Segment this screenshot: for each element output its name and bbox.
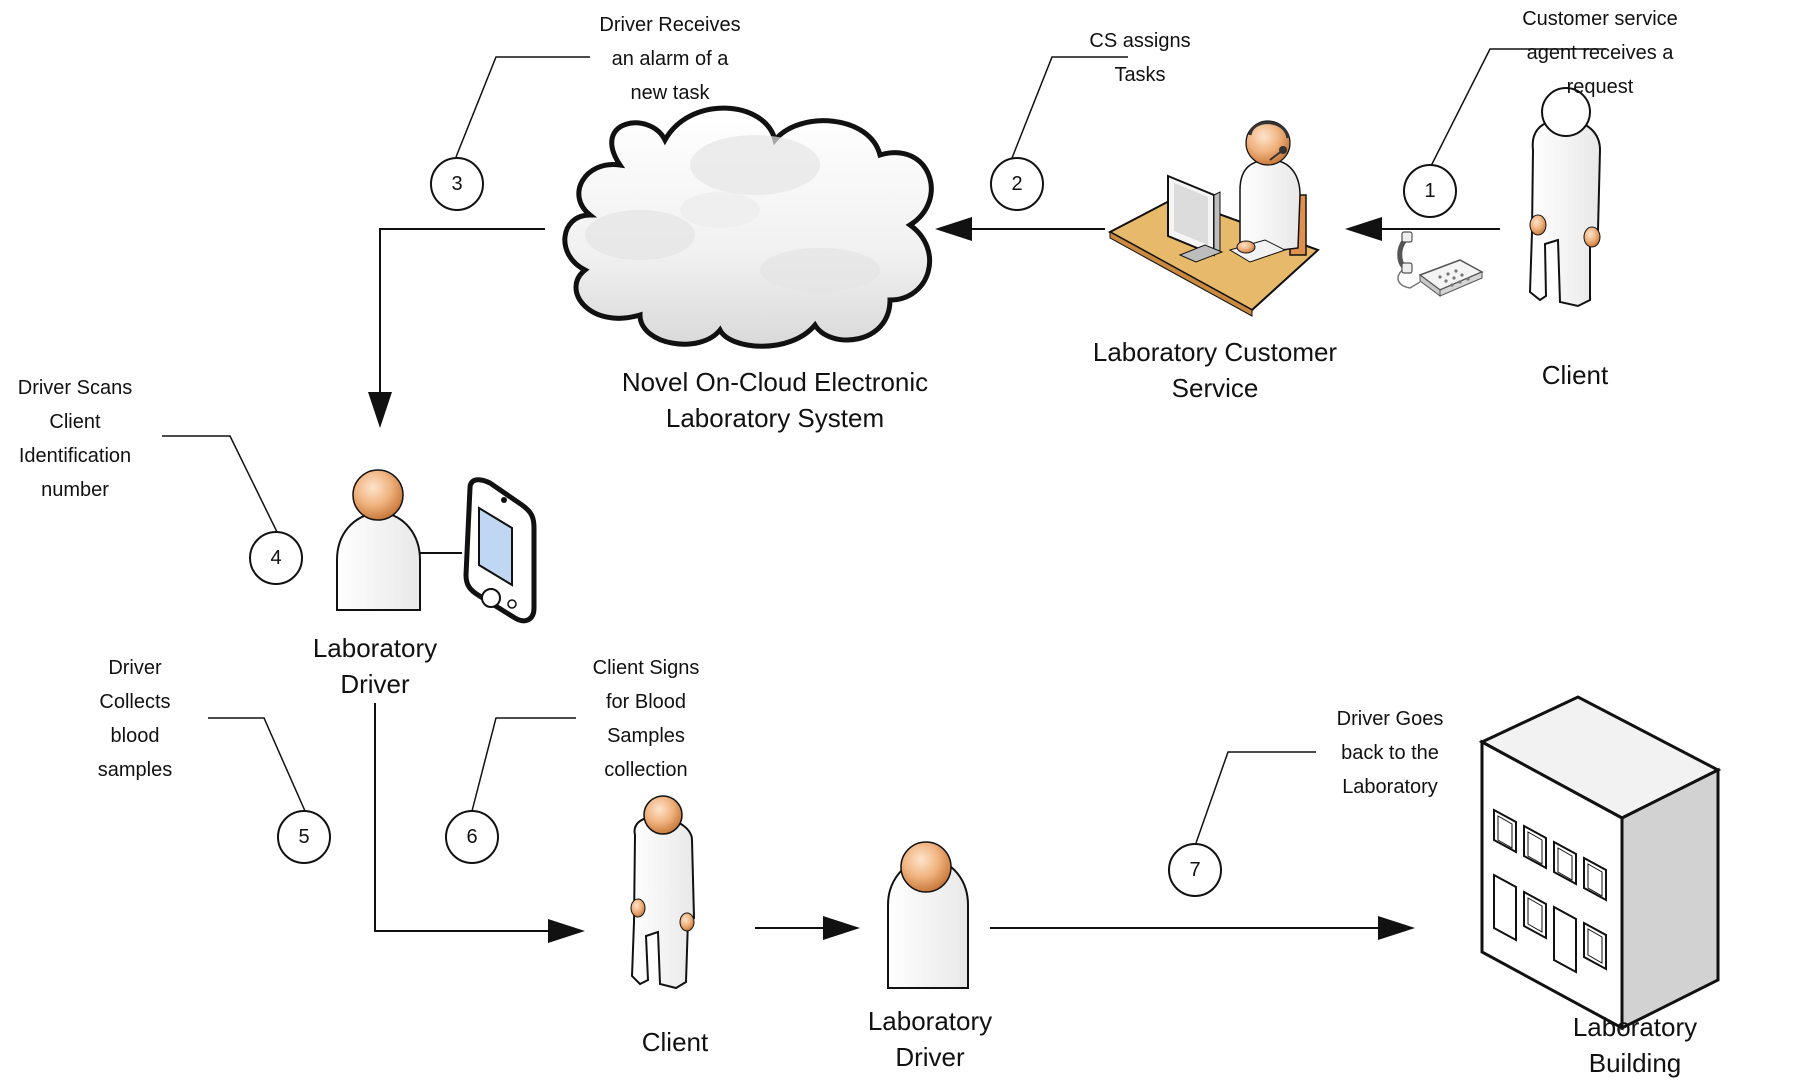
callout-leader-2 (1011, 56, 1128, 159)
client-top-label: Client (1541, 360, 1609, 390)
callout-leader-1 (1429, 48, 1606, 169)
callout-leader-5 (208, 717, 306, 812)
cloud-icon (562, 105, 934, 349)
step-7-badge: 7 (1168, 843, 1222, 897)
handheld-scanner-icon (463, 477, 537, 624)
connector-cloud-to-driver (368, 228, 545, 428)
lab-building-icon (1478, 695, 1722, 1031)
connector-driver-to-building (990, 916, 1415, 940)
step-1-badge: 1 (1403, 164, 1457, 218)
callout-leader-4 (162, 435, 279, 535)
callout-leader-6 (471, 717, 576, 812)
agent-at-desk-icon (1107, 120, 1320, 317)
client-bottom-label: Client (641, 1027, 709, 1057)
connector-cs-to-cloud (935, 217, 1105, 241)
driver-person-icon (887, 841, 969, 989)
step-2-badge: 2 (990, 157, 1044, 211)
connector-client-to-driver (755, 916, 860, 940)
connector-client-to-cs (1345, 217, 1500, 241)
callout-leader-3 (455, 56, 590, 158)
client-person-icon (1528, 87, 1602, 308)
step-5-badge: 5 (277, 810, 331, 864)
step-4-badge: 4 (249, 531, 303, 585)
step-6-badge: 6 (445, 810, 499, 864)
driver-person-icon (336, 469, 462, 611)
client-person-icon (630, 795, 696, 990)
telephone-icon (1397, 231, 1484, 297)
connector-driver-to-client (374, 703, 585, 943)
step-3-badge: 3 (430, 157, 484, 211)
callout-leader-7 (1195, 751, 1316, 844)
